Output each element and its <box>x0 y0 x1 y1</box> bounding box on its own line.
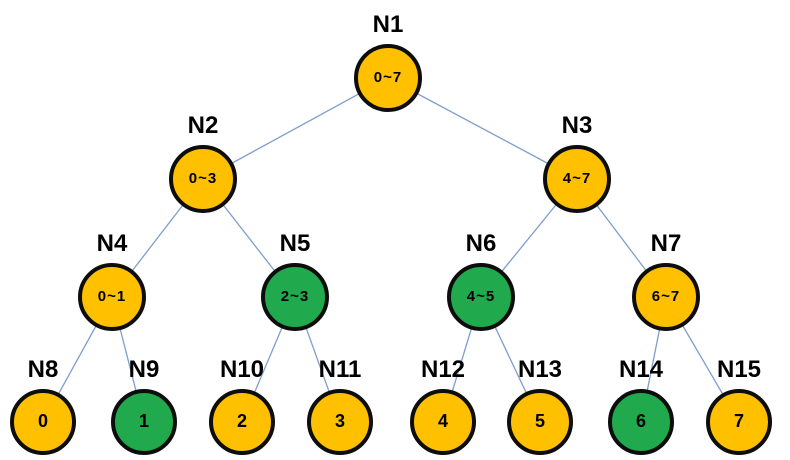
node-value-n15: 7 <box>733 410 744 431</box>
node-value-n4: 0~1 <box>97 287 127 305</box>
tree-node-n13: 5 <box>507 389 573 455</box>
node-value-n13: 5 <box>534 410 545 431</box>
node-label-n15: N15 <box>716 356 762 383</box>
tree-node-n1: 0~7 <box>354 44 422 112</box>
tree-node-n6: 4~5 <box>447 263 515 331</box>
node-value-n6: 4~5 <box>466 287 496 305</box>
tree-node-n15: 7 <box>706 389 772 455</box>
node-value-n5: 2~3 <box>280 287 310 305</box>
tree-node-n12: 4 <box>410 389 476 455</box>
node-label-n7: N7 <box>650 230 682 257</box>
tree-node-n7: 6~7 <box>632 263 700 331</box>
tree-node-n3: 4~7 <box>543 145 611 213</box>
node-value-n11: 3 <box>334 410 345 431</box>
node-label-n14: N14 <box>618 356 664 383</box>
node-value-n7: 6~7 <box>651 287 681 305</box>
tree-node-n4: 0~1 <box>78 263 146 331</box>
node-label-n8: N8 <box>27 356 59 383</box>
node-label-n12: N12 <box>420 356 466 383</box>
node-label-n6: N6 <box>465 230 497 257</box>
node-label-n11: N11 <box>318 356 362 383</box>
node-value-n10: 2 <box>236 410 247 431</box>
tree-node-n8: 0 <box>10 389 76 455</box>
node-label-n9: N9 <box>128 356 160 383</box>
node-label-n3: N3 <box>561 112 593 139</box>
node-value-n1: 0~7 <box>373 68 403 86</box>
tree-node-n10: 2 <box>209 389 275 455</box>
node-label-n5: N5 <box>279 230 311 257</box>
node-label-n4: N4 <box>96 230 128 257</box>
tree-node-n14: 6 <box>608 389 674 455</box>
node-value-n12: 4 <box>437 410 448 431</box>
tree-node-n5: 2~3 <box>261 263 329 331</box>
node-value-n2: 0~3 <box>188 169 218 187</box>
tree-node-n9: 1 <box>111 389 177 455</box>
node-label-n10: N10 <box>219 356 265 383</box>
tree-node-n11: 3 <box>307 389 373 455</box>
node-value-n9: 1 <box>138 410 149 431</box>
node-label-n13: N13 <box>517 356 563 383</box>
node-value-n3: 4~7 <box>562 169 592 187</box>
node-value-n14: 6 <box>635 410 646 431</box>
tree-node-n2: 0~3 <box>169 145 237 213</box>
node-label-n2: N2 <box>187 112 219 139</box>
node-label-n1: N1 <box>372 11 404 38</box>
node-value-n8: 0 <box>37 410 48 431</box>
